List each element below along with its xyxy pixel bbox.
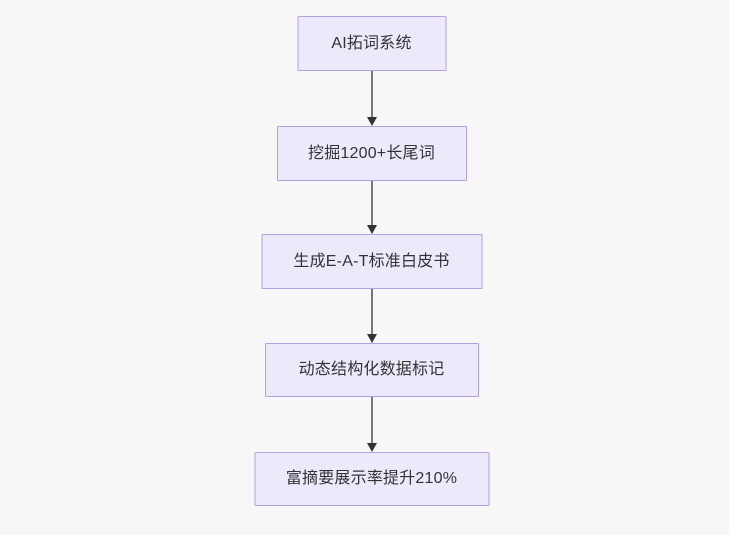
edge-line [370,71,373,117]
arrowhead-down-icon [366,443,377,452]
flowchart-node-n5[interactable]: 富摘要展示率提升210% [254,452,489,506]
flowchart-node-label: 生成E-A-T标准白皮书 [293,252,450,270]
arrowhead-down-icon [366,117,377,126]
flowchart-node-n4[interactable]: 动态结构化数据标记 [264,343,479,397]
flowchart-node-n1[interactable]: AI拓词系统 [297,16,446,71]
edge-line [370,397,373,443]
arrowhead-down-icon [366,225,377,234]
flowchart-node-label: 富摘要展示率提升210% [285,470,458,487]
flowchart-edge-n3-n4 [365,289,379,343]
flowchart-edge-n4-n5 [365,397,379,452]
flowchart-edge-n2-n3 [365,181,379,234]
edge-line [370,289,373,334]
arrowhead-down-icon [366,334,377,343]
flowchart-node-label: 动态结构化数据标记 [298,361,445,378]
flowchart-node-n2[interactable]: 挖掘1200+长尾词 [276,126,467,181]
flowchart-edge-n1-n2 [365,71,379,126]
flowchart-node-label: 挖掘1200+长尾词 [308,144,435,162]
flowchart-node-label: AI拓词系统 [331,34,412,52]
edge-line [370,181,373,225]
flowchart-node-n3[interactable]: 生成E-A-T标准白皮书 [261,234,482,289]
